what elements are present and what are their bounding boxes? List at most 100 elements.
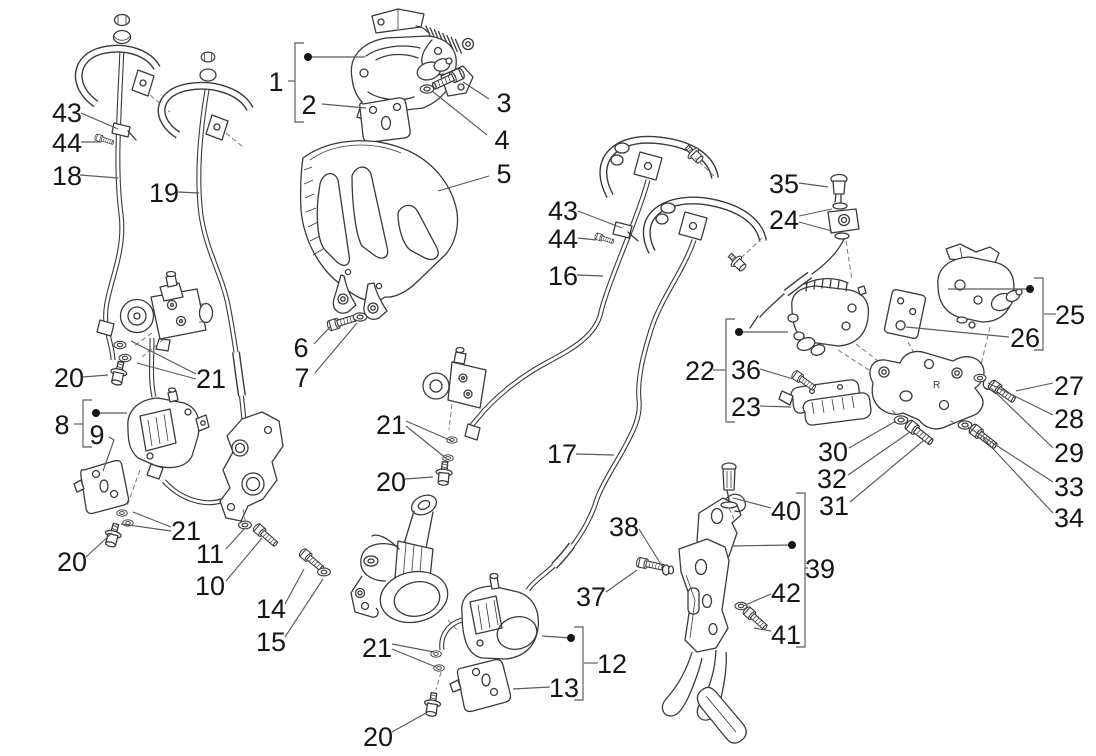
callout-24: 24 [769,205,799,235]
callout-29: 29 [1054,438,1084,468]
bracket-marking: R [933,380,940,391]
callout-8: 8 [54,410,69,440]
callout-44a: 44 [52,128,82,158]
leader-line-28 [987,382,1054,416]
callout-21d: 21 [362,633,392,663]
callout-4: 4 [494,125,509,155]
callout-16: 16 [548,261,578,291]
leader-line-18 [79,174,119,179]
leader-line-21d [391,643,435,653]
callout-18: 18 [52,161,82,191]
leader-line-9 [102,436,115,472]
callout-26: 26 [1010,323,1040,353]
washer-30 [893,415,909,425]
leader-line-7 [314,322,358,374]
hose-16-fittings [599,135,719,198]
leader-line-2 [321,103,367,109]
front-brake-caliper-8 [126,387,210,507]
leader-line-33 [967,426,1054,483]
callout-22: 22 [685,356,715,386]
group-dot-1 [304,53,312,61]
pedal-bolt-37 [635,556,675,576]
callout-21c: 21 [376,410,406,440]
leader-line-31 [849,440,924,503]
leader-line-20b [85,532,113,558]
leader-line-21b [120,523,172,532]
callout-21a: 21 [196,364,226,394]
leader-line-16 [576,274,604,277]
rear-brake-caliper-12 [435,572,540,691]
guard-washer-7 [352,312,368,322]
callout-31: 31 [819,491,849,521]
leader-line-32 [847,431,911,476]
leader-line-21a [130,340,197,375]
cable-fitting-24 [749,202,860,329]
leader-line-21b [132,511,172,528]
brake-pedal-assembly-39 [661,493,747,744]
callout-7: 7 [294,363,309,393]
brake-hose-16 [465,179,651,432]
brake-pad-2 [359,97,411,143]
callout-6: 6 [293,333,308,363]
seal-washer-21 [118,353,132,363]
caliper-mount-bracket-rear: R [869,350,985,430]
leader-line-20a [82,374,109,378]
leader-line-21c [405,425,448,460]
leader-line-44b [577,237,597,241]
callout-20d: 20 [363,722,393,752]
callout-15: 15 [256,627,286,657]
callout-43b: 43 [548,196,578,226]
clamp-screw-44-left [93,133,115,147]
group-dot-25 [1026,285,1034,293]
callout-38: 38 [609,512,639,542]
callout-3: 3 [496,88,511,118]
bleed-valve-40 [720,462,738,520]
callout-21b: 21 [171,516,201,546]
callout-10: 10 [195,571,225,601]
hose-17-fittings [642,196,767,275]
brake-hose-18 [103,47,125,361]
hose-19-fittings [157,51,254,148]
leader-line-20d [391,712,427,733]
callout-36: 36 [731,355,761,385]
seal-washer-21 [442,454,454,462]
callout-41: 41 [771,620,801,650]
callout-42: 42 [771,578,801,608]
group-dot-39 [788,541,796,549]
leader-line-29 [990,387,1054,449]
leader-line-24 [798,221,833,232]
seal-washer-21 [113,340,127,350]
brake-hose-17 [525,239,697,592]
leader-line-17 [575,453,615,456]
caliper-8-seals-and-banjo [101,509,134,550]
bracket-washer-11 [238,520,252,530]
front-hose-junction-left [119,270,214,398]
leader-line-27 [1015,382,1054,392]
leader-line-4 [431,90,488,136]
callout-11: 11 [196,539,224,569]
washer-15 [317,567,331,577]
callout-20b: 20 [57,547,87,577]
callout-19: 19 [149,178,179,208]
leader-line-38 [638,528,663,567]
callout-20c: 20 [376,467,406,497]
callout-1: 1 [268,67,283,97]
callout-23: 23 [731,392,761,422]
bleed-screw-35 [830,173,848,204]
callout-43a: 43 [52,98,82,128]
leader-line-21c [405,420,453,442]
callout-30: 30 [818,437,848,467]
bolt-27 [986,378,1018,406]
washer-4 [419,84,435,94]
seal-washer-21 [116,509,128,517]
leader-line-40 [732,497,772,509]
hose-junction-mid [422,346,487,487]
callout-39: 39 [805,554,835,584]
group-bracket-25 [1034,277,1044,351]
leader-line-43b [577,210,623,229]
leader-line-23 [759,405,792,408]
callout-32: 32 [817,464,847,494]
leader-line-15 [284,578,324,638]
leader-line-11 [225,528,245,550]
